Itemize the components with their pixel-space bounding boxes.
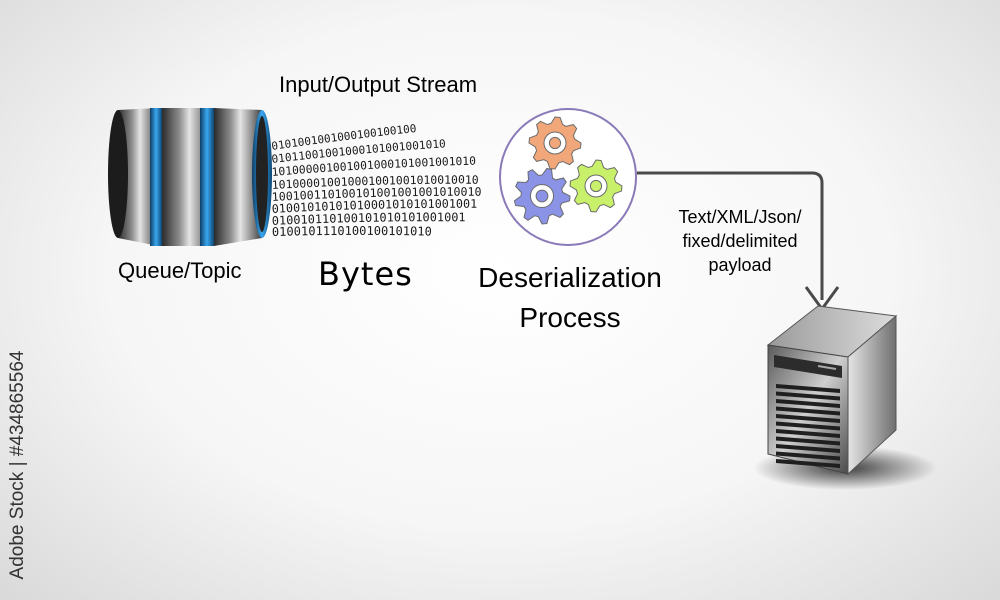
- green-gear-icon: [569, 159, 623, 213]
- binary-stream: 0101001001000100100100010110010010001010…: [271, 122, 482, 239]
- payload-label-line: Text/XML/Json/: [678, 207, 802, 227]
- queue-topic-icon: [108, 108, 272, 246]
- bytes-label: Bytes: [318, 255, 413, 293]
- cylinder-disk: [162, 108, 214, 246]
- payload-label: Text/XML/Json/ fixed/delimited payload: [670, 205, 810, 277]
- queue-topic-label: Queue/Topic: [118, 258, 242, 283]
- deserialization-process-icon: [499, 108, 637, 246]
- blue-gear-icon: [513, 167, 571, 225]
- stock-id-watermark: Adobe Stock | #434865564: [4, 351, 32, 580]
- deserialization-label-line: Process: [519, 302, 621, 333]
- deserialization-label: Deserialization Process: [470, 258, 670, 338]
- binary-line: 0100101110100100101010: [272, 224, 432, 239]
- binary-line: 010010110100101010101001001: [271, 210, 465, 228]
- server-tower-icon: [753, 305, 937, 490]
- deserialization-label-line: Deserialization: [478, 262, 662, 293]
- cylinder-disk: [214, 108, 272, 246]
- cylinder-disk: [108, 108, 162, 246]
- payload-label-line: fixed/delimited: [682, 231, 798, 251]
- io-stream-label: Input/Output Stream: [279, 72, 478, 97]
- stock-id-text: Adobe Stock | #434865564: [7, 350, 28, 580]
- payload-label-line: payload: [708, 255, 772, 275]
- orange-gear-icon: [528, 116, 582, 170]
